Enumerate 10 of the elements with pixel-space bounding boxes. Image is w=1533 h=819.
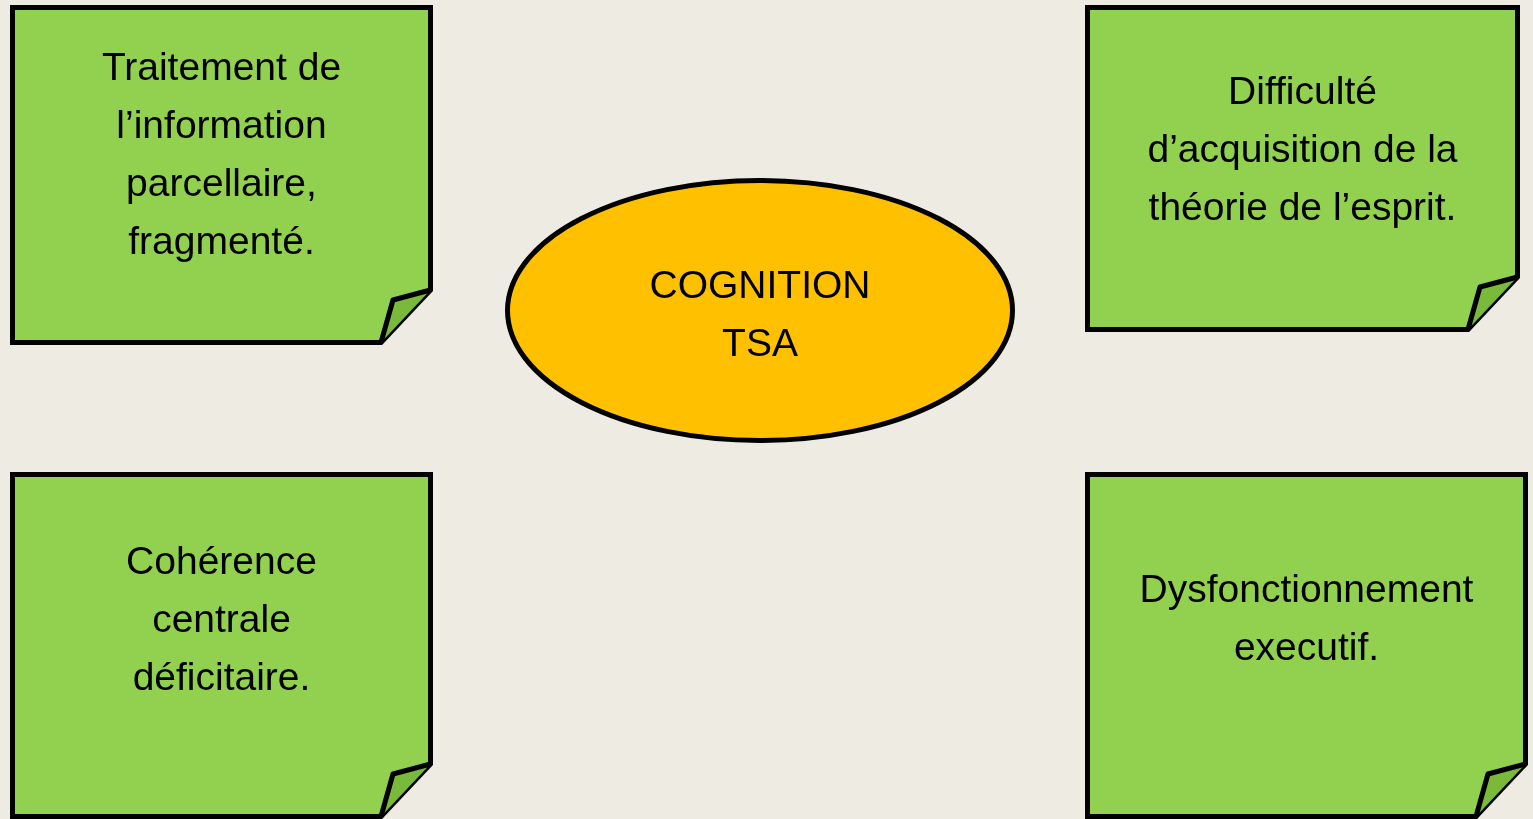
note-text: Difficulté d’acquisition de la théorie de l’esprit. — [1146, 68, 1459, 230]
sticky-note — [1085, 5, 1520, 332]
note-text: Cohérence centrale déficitaire. — [125, 538, 318, 700]
note-text: Dysfonctionnement executif. — [1138, 566, 1475, 670]
sticky-note — [10, 472, 433, 819]
sticky-note — [10, 5, 433, 345]
sticky-note — [1085, 472, 1528, 819]
central-ellipse — [505, 178, 1015, 443]
ellipse-label: COGNITION TSA — [648, 262, 872, 366]
note-text: Traitement de l’information parcellaire, fragmenté. — [100, 44, 343, 264]
